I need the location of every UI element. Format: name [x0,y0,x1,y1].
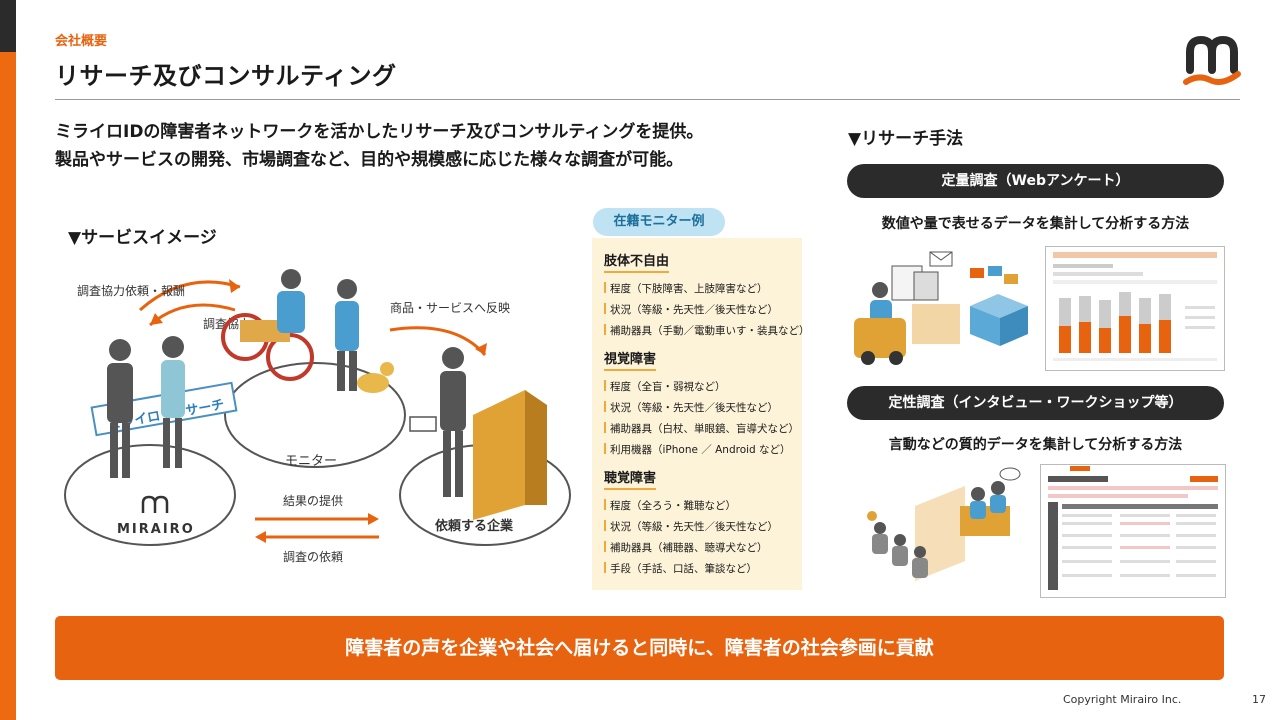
group-item: 状況（等級・先天性／後天性など） [604,300,810,321]
label-request: 調査の依頼 [283,549,343,564]
group-hearing: 聴覚障害 程度（全ろう・難聴など） 状況（等級・先天性／後天性など） 補助器具（… [604,467,778,580]
interview-report-thumbnail [1040,464,1226,598]
monitor-examples-tab: 在籍モニター例 [593,208,725,236]
label-reflect: 商品・サービスへ反映 [390,300,510,315]
mirairo-platform [64,444,236,546]
group-physical: 肢体不自由 程度（下肢障害、上肢障害など） 状況（等級・先天性／後天性など） 補… [604,250,810,342]
side-bar-accent [0,52,16,720]
group-item: 手段（手話、口話、筆談など） [604,559,778,580]
label-request-reward: 調査協力依頼・報酬 [77,283,185,298]
reflect-arrow [389,326,487,356]
request-reward-arrow [139,280,241,312]
service-image-heading: ▼サービスイメージ [68,228,217,248]
group-title: 肢体不自由 [604,250,670,273]
key-message-banner: 障害者の声を企業や社会へ届けると同時に、障害者の社会参画に貢献 [55,616,1224,680]
group-title: 聴覚障害 [604,467,657,490]
qualitative-pill: 定性調査（インタビュー・ワークショップ等） [847,386,1224,420]
company-figure [409,347,547,520]
interview-illustration [867,467,1021,581]
group-item: 利用機器（iPhone ／ Android など） [604,440,799,461]
group-item: 程度（下肢障害、上肢障害など） [604,279,810,300]
group-item: 補助器具（手動／電動車いす・装具など） [604,321,810,342]
mirairo-logo-icon [1183,35,1241,85]
web-survey-illustration [854,251,1028,365]
side-bar-dark [0,0,16,52]
copyright: Copyright Mirairo Inc. [1063,693,1182,706]
research-method-heading: ▼リサーチ手法 [848,129,964,149]
group-item: 程度（全盲・弱視など） [604,377,799,398]
service-illustration: 調査協力依頼・報酬 調査協力 商品・サービスへ反映 モニター 結果の提供 調査の… [64,269,571,564]
page-number: 17 [1252,693,1266,706]
title-divider [55,99,1240,100]
group-item: 状況（等級・先天性／後天性など） [604,517,778,538]
label-result: 結果の提供 [283,493,343,508]
group-item: 補助器具（補聴器、聴導犬など） [604,538,778,559]
label-monitor: モニター [285,454,337,469]
lead-line-1: ミライロIDの障害者ネットワークを活かしたリサーチ及びコンサルティングを提供。 [55,122,704,142]
group-title: 視覚障害 [604,348,657,371]
label-brand: MIRAIRO [117,522,195,537]
label-company: 依頼する企業 [435,518,514,534]
quantitative-desc: 数値や量で表せるデータを集計して分析する方法 [881,216,1190,232]
quantitative-pill: 定量調査（Webアンケート） [847,164,1224,198]
group-visual: 視覚障害 程度（全盲・弱視など） 状況（等級・先天性／後天性など） 補助器具（白… [604,348,799,461]
group-item: 状況（等級・先天性／後天性など） [604,398,799,419]
group-item: 程度（全ろう・難聴など） [604,496,778,517]
survey-result-thumbnail [1045,246,1225,371]
section-label: 会社概要 [55,34,108,49]
lead-text: ミライロIDの障害者ネットワークを活かしたリサーチ及びコンサルティングを提供。 … [55,118,815,174]
lead-line-2: 製品やサービスの開発、市場調査など、目的や規模感に応じた様々な調査が可能。 [55,150,684,170]
brand-mark-icon [141,495,169,513]
page-title: リサーチ及びコンサルティング [55,62,397,90]
qualitative-desc: 言動などの質的データを集計して分析する方法 [888,437,1183,453]
monitor-platform [224,362,406,468]
monitor-figures [221,269,394,393]
group-item: 補助器具（白杖、単眼鏡、盲導犬など） [604,419,799,440]
staff-figure [107,336,185,478]
